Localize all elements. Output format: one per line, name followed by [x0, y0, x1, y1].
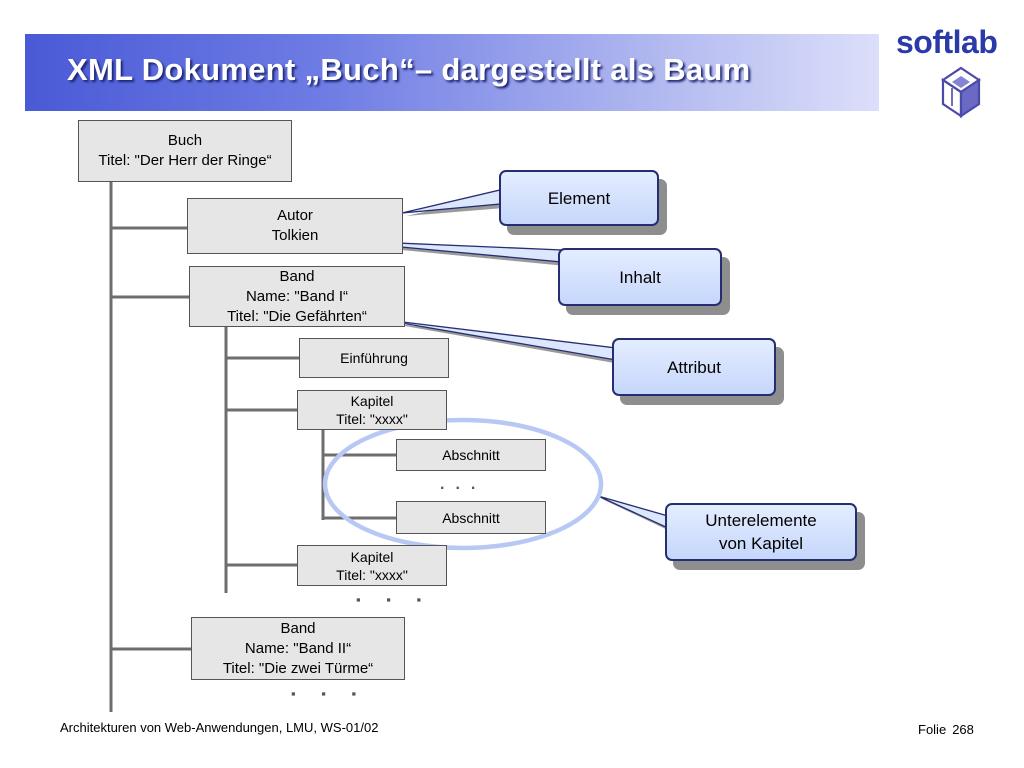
callout-attribut-label: Attribut: [667, 357, 721, 377]
ellipsis-kapitel: ▪ ▪ ▪: [356, 592, 433, 607]
node-abschnitt2-name: Abschnitt: [442, 509, 500, 526]
callout-unterelemente-line2: von Kapitel: [718, 534, 804, 553]
node-autor-name: Autor: [277, 207, 313, 224]
footer-slide-label: Folie: [918, 722, 947, 737]
node-kapitel2-title: Titel: "xxxx": [336, 566, 408, 583]
node-band2-attr-name: Name: "Band II“: [244, 639, 352, 657]
softlab-logo-text: softlab: [896, 24, 998, 60]
node-kapitel1: Kapitel Titel: "xxxx": [297, 390, 447, 430]
node-autor-content: Tolkien: [271, 227, 319, 244]
node-band1-attr-title: Titel: "Die Gefährten“: [227, 307, 367, 325]
highlight-ellipse: [322, 417, 604, 551]
node-einfuehrung-name: Einführung: [340, 350, 408, 366]
callout-element-label: Element: [547, 188, 611, 208]
footer-slide-number: Folie 268: [918, 722, 974, 737]
node-band2: Band Name: "Band II“ Titel: "Die zwei Tü…: [191, 617, 405, 680]
node-autor: Autor Tolkien: [187, 198, 403, 254]
title-bar: XML Dokument „Buch“– dargestellt als Bau…: [25, 34, 879, 111]
node-kapitel1-title: Titel: "xxxx": [336, 411, 408, 427]
node-abschnitt2: Abschnitt: [396, 501, 546, 534]
node-band1-attr-name: Name: "Band I“: [245, 287, 349, 305]
node-band2-attr-title: Titel: "Die zwei Türme“: [222, 659, 374, 677]
node-kapitel1-name: Kapitel: [350, 393, 394, 409]
node-abschnitt1: Abschnitt: [396, 439, 546, 471]
node-buch-name: Buch: [167, 132, 203, 149]
footer-slide-value: 268: [952, 722, 974, 737]
callout-inhalt: Inhalt: [558, 248, 722, 306]
ellipsis-band: ▪ ▪ ▪: [291, 686, 368, 701]
callout-unterelemente: Unterelemente von Kapitel: [665, 503, 857, 561]
node-einfuehrung: Einführung: [299, 338, 449, 378]
node-band2-name: Band: [280, 619, 316, 637]
footer-course: Architekturen von Web-Anwendungen, LMU, …: [60, 720, 379, 735]
callout-unterelemente-line1: Unterelemente: [705, 511, 817, 530]
ellipsis-abschnitt: ...: [440, 476, 487, 493]
isometric-cube-icon: [941, 66, 981, 119]
node-band1: Band Name: "Band I“ Titel: "Die Gefährte…: [189, 266, 405, 327]
node-buch: Buch Titel: "Der Herr der Ringe“: [78, 120, 292, 182]
leader-unterelemente: [597, 495, 669, 530]
callout-attribut: Attribut: [612, 338, 776, 396]
callout-inhalt-label: Inhalt: [619, 267, 661, 287]
slide-title: XML Dokument „Buch“– dargestellt als Bau…: [67, 52, 751, 87]
node-kapitel2-name: Kapitel: [350, 548, 394, 565]
node-buch-title: Titel: "Der Herr der Ringe“: [98, 152, 272, 169]
node-band1-name: Band: [279, 267, 315, 285]
node-kapitel2: Kapitel Titel: "xxxx": [297, 545, 447, 586]
node-abschnitt1-name: Abschnitt: [442, 447, 500, 463]
callout-element: Element: [499, 170, 659, 226]
